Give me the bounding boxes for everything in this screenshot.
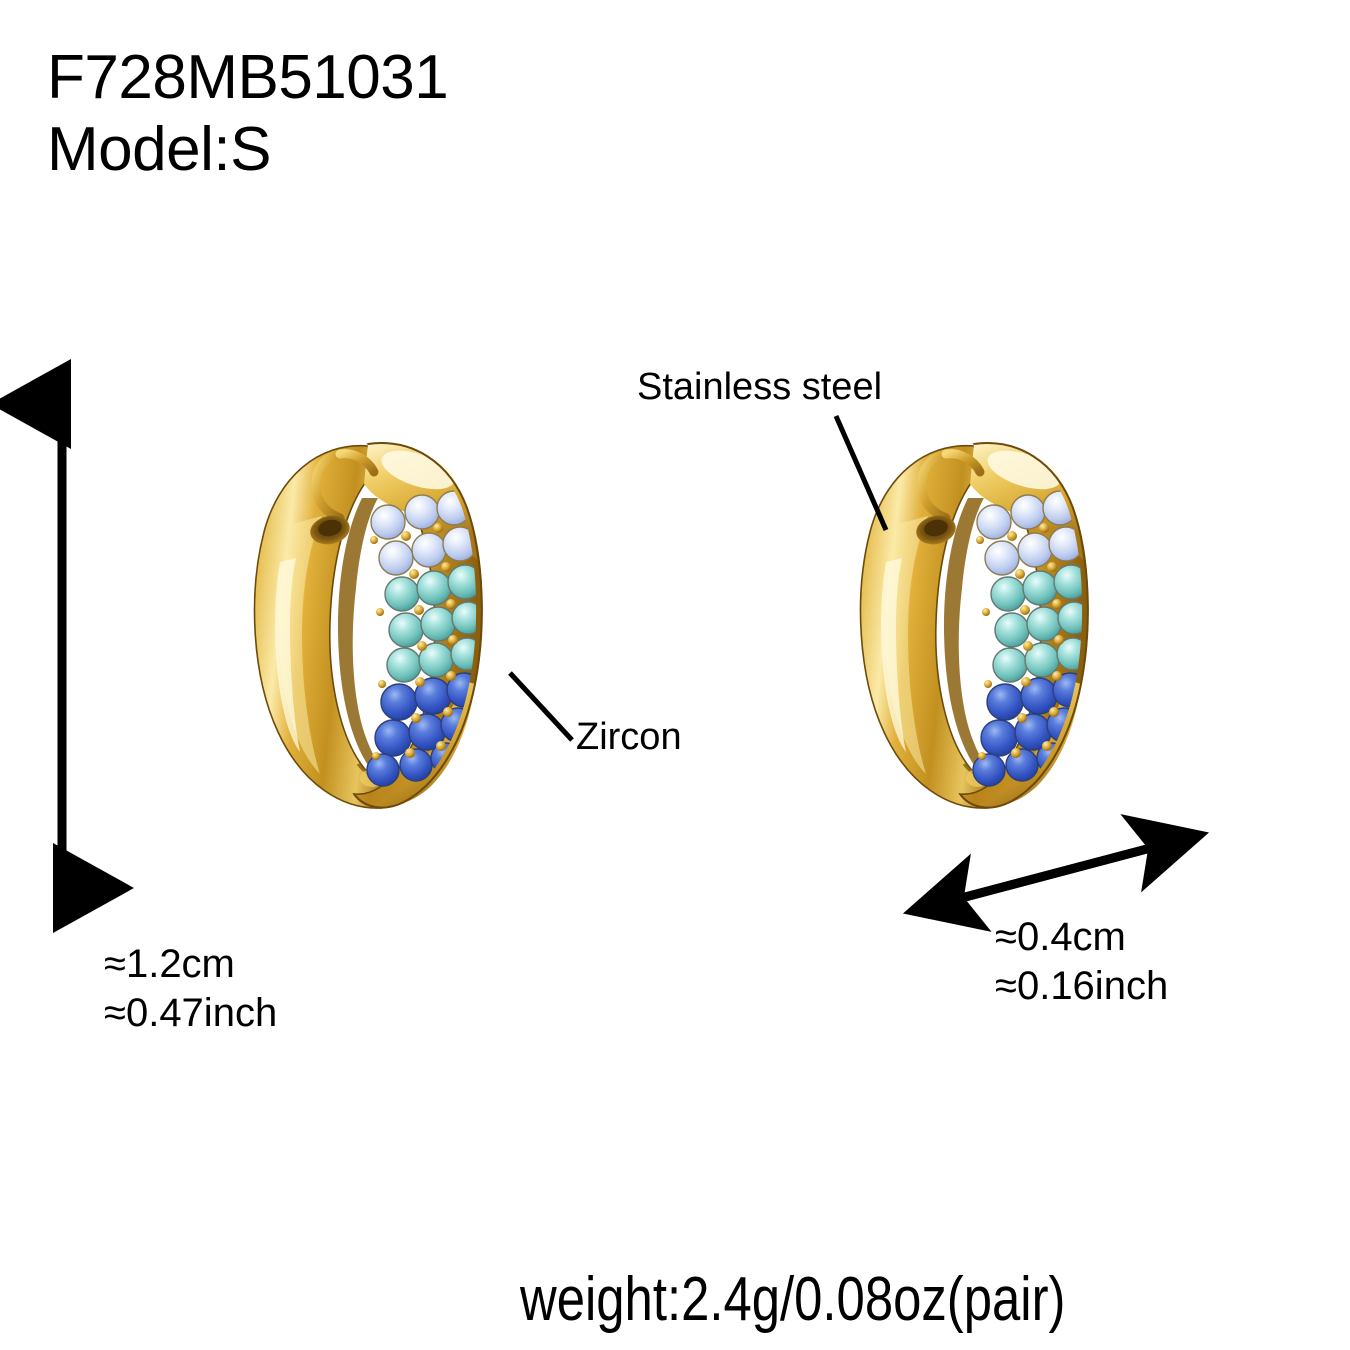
height-cm: ≈1.2cm xyxy=(104,942,235,986)
width-cm: ≈0.4cm xyxy=(995,915,1126,959)
product-sku: F728MB51031 xyxy=(47,43,449,112)
earring-right xyxy=(828,412,1158,852)
earring-left xyxy=(222,412,552,852)
stainless-steel-leader-line xyxy=(833,414,889,532)
stainless-steel-label: Stainless steel xyxy=(637,366,883,408)
width-dimension-caption: ≈0.4cm ≈0.16inch xyxy=(995,913,1168,1011)
weight-caption: weight:2.4g/0.08oz(pair) xyxy=(520,1265,1066,1334)
height-inch: ≈0.47inch xyxy=(104,990,278,1035)
height-dimension-caption: ≈1.2cm ≈0.47inch xyxy=(104,940,277,1038)
product-model: Model:S xyxy=(47,115,271,184)
width-dimension-arrow xyxy=(902,814,1210,932)
zircon-label: Zircon xyxy=(576,716,682,758)
pave-stone-field xyxy=(972,490,1083,787)
zircon-leader-line xyxy=(508,671,574,742)
width-inch: ≈0.16inch xyxy=(995,963,1169,1008)
